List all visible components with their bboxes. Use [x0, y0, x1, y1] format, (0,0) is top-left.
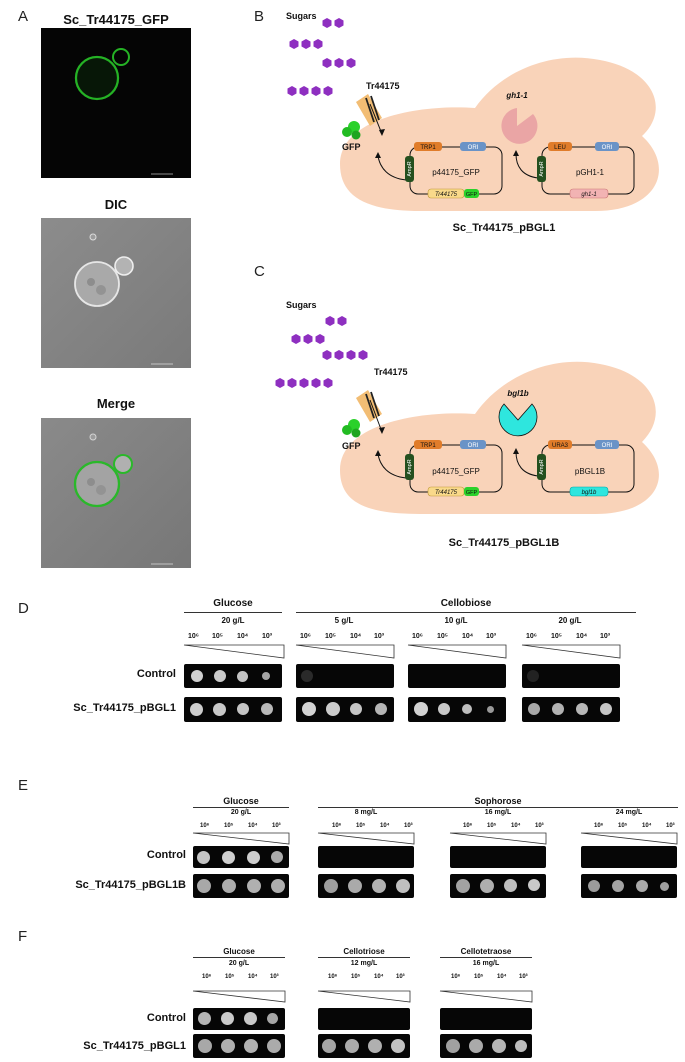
plasmid1-name: p44175_GFP — [432, 467, 480, 476]
row-label: Sc_Tr44175_pBGL1 — [73, 702, 176, 714]
sugar-hexagons — [287, 18, 356, 96]
enzyme-pacman-icon — [501, 108, 538, 144]
svg-text:ORI: ORI — [602, 443, 613, 449]
svg-text:AmpR: AmpR — [539, 161, 545, 176]
plasmid2-name: pBGL1B — [575, 467, 605, 476]
sugar-hexagons — [275, 316, 368, 388]
sugars-label: Sugars — [286, 11, 317, 21]
svg-text:gh1-1: gh1-1 — [581, 192, 596, 198]
transporter-label: Tr44175 — [374, 367, 408, 377]
plasmid1-name: p44175_GFP — [432, 168, 480, 177]
gfp-blob-icon — [342, 121, 361, 140]
svg-text:TRP1: TRP1 — [420, 145, 436, 151]
svg-text:TRP1: TRP1 — [420, 443, 436, 449]
micrograph-title-gfp: Sc_Tr44175_GFP — [63, 12, 169, 27]
strain-label-b: Sc_Tr44175_pBGL1 — [453, 222, 556, 234]
svg-text:AmpR: AmpR — [407, 459, 413, 474]
strain-label-c: Sc_Tr44175_pBGL1B — [449, 537, 560, 549]
micrograph-gfp — [41, 28, 191, 178]
micrograph-title-dic: DIC — [104, 197, 128, 212]
yeast-cell-body — [340, 57, 659, 212]
panel-letter-d: D — [18, 600, 29, 617]
plasmid2-name: pGH1-1 — [576, 168, 605, 177]
gfp-label: GFP — [342, 441, 361, 451]
svg-text:AmpR: AmpR — [539, 459, 545, 474]
svg-text:bgl1b: bgl1b — [582, 490, 597, 496]
micrograph-merge — [41, 418, 191, 568]
svg-text:AmpR: AmpR — [407, 161, 413, 176]
svg-text:GFP: GFP — [466, 192, 478, 198]
row-label: Control — [136, 668, 176, 680]
svg-text:ORI: ORI — [468, 145, 479, 151]
schematic-c: Sugars Tr44175 GFP TRP1 ORI AmpR p44175_… — [275, 300, 659, 549]
group-title: Cellobiose — [440, 598, 492, 609]
svg-text:Tr44175: Tr44175 — [435, 490, 458, 496]
panel-letter-f: F — [18, 928, 28, 945]
micrograph-dic — [41, 218, 191, 368]
svg-text:URA3: URA3 — [552, 443, 569, 449]
svg-text:ORI: ORI — [602, 145, 613, 151]
panel-letter-e: E — [18, 777, 29, 794]
svg-text:Tr44175: Tr44175 — [435, 192, 458, 198]
enzyme-label: bgl1b — [507, 389, 528, 398]
schematic-b: Sugars Tr44175 GFP TRP1 ORI AmpR p44175_… — [286, 11, 659, 234]
enzyme-label: gh1-1 — [505, 91, 528, 100]
svg-text:ORI: ORI — [468, 443, 479, 449]
transporter-label: Tr44175 — [366, 81, 400, 91]
svg-text:GFP: GFP — [466, 490, 478, 496]
sugars-label: Sugars — [286, 300, 317, 310]
gfp-label: GFP — [342, 142, 361, 152]
panel-letter-b: B — [254, 8, 265, 25]
yeast-cell-body — [340, 361, 659, 514]
panel-letter-c: C — [254, 263, 265, 280]
panel-letter-a: A — [18, 8, 29, 25]
micrograph-title-merge: Merge — [96, 396, 136, 411]
group-title: Glucose — [213, 598, 253, 609]
gfp-blob-icon — [342, 419, 361, 438]
svg-text:LEU: LEU — [554, 145, 566, 151]
enzyme-pacman-icon — [498, 403, 538, 437]
transporter-icon — [356, 390, 382, 422]
